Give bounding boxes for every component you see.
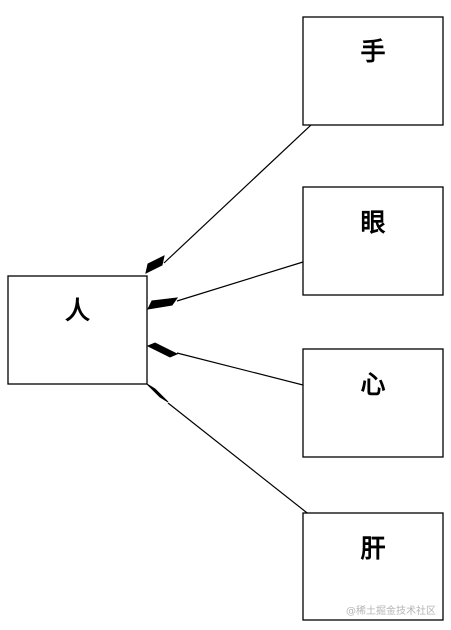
node-hand-box: [302, 16, 444, 126]
diamond-marker-liver: [146, 383, 169, 403]
node-heart: 心: [302, 348, 444, 458]
node-eye-box: [302, 186, 444, 296]
edge-person-hand: [163, 124, 312, 264]
node-person: 人: [7, 275, 148, 385]
diamond-marker-eye: [147, 297, 179, 310]
node-liver: 肝: [302, 512, 444, 621]
diamond-marker-heart: [146, 342, 179, 358]
node-eye-label: 眼: [360, 208, 385, 237]
node-liver-box: [302, 512, 444, 621]
node-person-label: 人: [65, 296, 90, 325]
edge-person-heart: [176, 352, 304, 386]
diamond-marker-hand: [145, 255, 165, 274]
edge-person-liver: [167, 402, 312, 517]
node-heart-box: [302, 348, 444, 458]
node-hand: 手: [302, 16, 444, 126]
watermark-text: @稀土掘金技术社区: [346, 606, 436, 617]
node-eye: 眼: [302, 186, 444, 296]
node-person-box: [7, 275, 148, 385]
node-heart-label: 心: [360, 370, 385, 399]
node-liver-label: 肝: [360, 534, 385, 563]
node-hand-label: 手: [360, 37, 385, 66]
edge-person-eye: [176, 261, 304, 302]
